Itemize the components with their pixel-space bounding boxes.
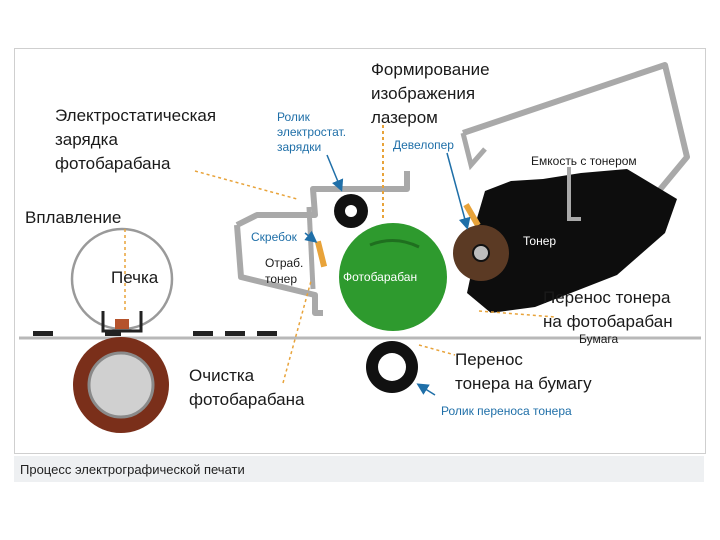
developer-roller-core: [472, 244, 490, 262]
leader-lines: [124, 170, 556, 384]
cartridge-housing-top: [235, 171, 410, 228]
label-toner-container: Емкость с тонером: [531, 154, 637, 168]
drum-rotation-arrow: [369, 239, 420, 249]
label-toner: Тонер: [523, 234, 556, 248]
label-fusing: Вплавление: [25, 208, 121, 227]
cartridge-housing-left: [234, 224, 323, 316]
scraper-blade: [314, 240, 328, 268]
developer-blade: [463, 203, 481, 227]
label-transfer-roller: Ролик переноса тонера: [441, 404, 572, 418]
label-waste-toner-2: тонер: [265, 272, 297, 286]
heater-element: [115, 319, 129, 329]
blue-pointers: [304, 152, 471, 396]
diagram-frame: Электростатическая зарядка фотобарабана …: [14, 48, 706, 454]
label-transfer-to-drum-2: на фотобарабан: [543, 312, 673, 331]
label-drum-cleaning-1: Очистка: [189, 366, 255, 385]
label-developer: Девелопер: [393, 138, 454, 152]
label-laser-imaging-1: Формирование: [371, 60, 490, 79]
label-transfer-to-paper-2: тонера на бумагу: [455, 374, 592, 393]
cartridge-partition: [306, 206, 316, 290]
caption-bar: Процесс электрографической печати: [14, 456, 704, 482]
charge-roller-core: [345, 205, 357, 217]
hopper-lip: [460, 132, 487, 171]
transfer-roller-core: [378, 353, 406, 381]
label-paper: Бумага: [579, 332, 619, 346]
label-drum: Фотобарабан: [343, 270, 417, 284]
label-laser-imaging-3: лазером: [371, 108, 438, 127]
label-transfer-to-drum-1: Перенос тонера: [543, 288, 671, 307]
label-drum-cleaning-2: фотобарабана: [189, 390, 305, 409]
label-charge-roller-3: зарядки: [277, 140, 321, 154]
fuser-roller-core: [87, 351, 155, 419]
label-electrostatic-charge-2: зарядка: [55, 130, 118, 149]
photo-drum: [339, 223, 447, 331]
label-electrostatic-charge-3: фотобарабана: [55, 154, 171, 173]
printing-process-diagram: Электростатическая зарядка фотобарабана …: [19, 60, 701, 433]
label-charge-roller-2: электростат.: [277, 125, 346, 139]
toner-level-indicator: [567, 167, 581, 221]
oven-heater: [101, 311, 143, 333]
label-scraper: Скребок: [251, 230, 298, 244]
label-transfer-to-paper-1: Перенос: [455, 350, 523, 369]
label-oven: Печка: [111, 268, 159, 287]
toner-on-paper: [33, 331, 277, 336]
label-charge-roller-1: Ролик: [277, 110, 311, 124]
label-waste-toner-1: Отраб.: [265, 256, 303, 270]
label-electrostatic-charge-1: Электростатическая: [55, 106, 216, 125]
label-laser-imaging-2: изображения: [371, 84, 475, 103]
figure-caption: Процесс электрографической печати: [20, 462, 245, 477]
toner-powder: [467, 169, 677, 313]
